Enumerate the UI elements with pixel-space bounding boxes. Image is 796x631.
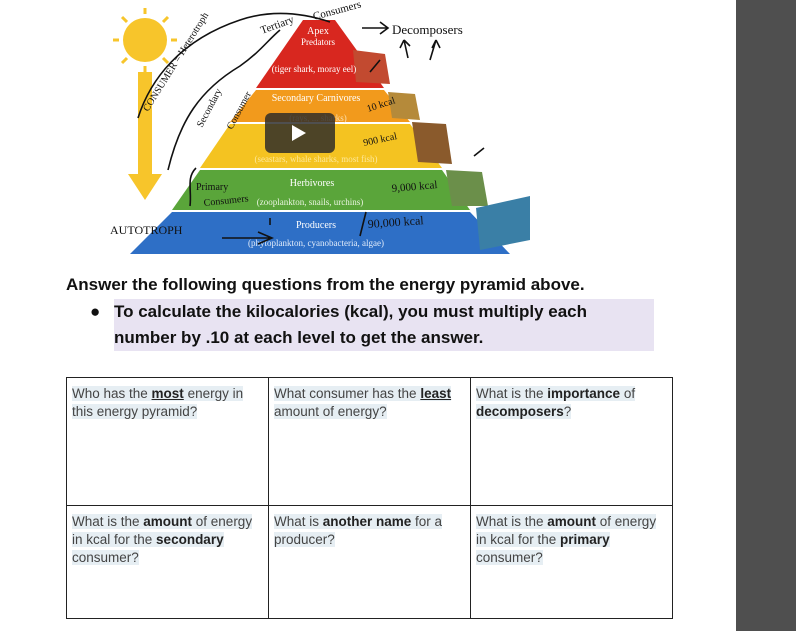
- question-cell-least-energy[interactable]: What consumer has the least amount of en…: [268, 377, 471, 506]
- hw-primary-consumers: Consumers: [203, 193, 249, 209]
- table-row: Who has the most energy in this energy p…: [66, 377, 673, 506]
- question-cell-producer-name[interactable]: What is another name for a producer?: [268, 505, 471, 619]
- hw-autotroph: AUTOTROPH: [110, 223, 183, 237]
- document-page: Apex Predators (tiger shark, moray eel) …: [66, 0, 673, 619]
- questions-table: Who has the most energy in this energy p…: [66, 377, 673, 619]
- herbivores-label: Herbivores: [290, 178, 335, 189]
- hw-decomposers: Decomposers: [392, 22, 463, 37]
- side-panel: [736, 0, 796, 631]
- hw-secondary: Secondary: [195, 87, 225, 129]
- play-icon: [292, 125, 306, 141]
- question-text: What is the amount of energy in kcal for…: [476, 514, 657, 565]
- question-text: What is another name for a producer?: [274, 514, 443, 547]
- instructions-bullet-text: To calculate the kilocalories (kcal), yo…: [114, 299, 654, 351]
- bullet-icon: ●: [90, 302, 101, 321]
- energy-pyramid-figure: Apex Predators (tiger shark, moray eel) …: [110, 0, 530, 254]
- apex-label: Apex: [307, 26, 329, 37]
- apex-examples: (tiger shark, moray eel): [272, 64, 356, 74]
- question-text: What is the amount of energy in kcal for…: [72, 514, 253, 565]
- producers-examples: (phytoplankton, cyanobacteria, algae): [248, 238, 384, 248]
- question-cell-secondary-kcal[interactable]: What is the amount of energy in kcal for…: [66, 505, 269, 619]
- level-photo-icons: [353, 50, 530, 250]
- hw-kcal-90000: 90,000 kcal: [367, 213, 424, 231]
- pyramid-level-apex: [256, 20, 384, 88]
- herbivores-examples: (zooplankton, snails, urchins): [257, 197, 363, 207]
- primary-carnivore-examples: (seastars, whale sharks, most fish): [255, 154, 378, 164]
- handwritten-strokes: [137, 12, 485, 245]
- pyramid-level-producers: [130, 212, 510, 254]
- question-cell-decomposers[interactable]: What is the importance of decomposers?: [470, 377, 673, 506]
- question-cell-most-energy[interactable]: Who has the most energy in this energy p…: [66, 377, 269, 506]
- question-cell-primary-kcal[interactable]: What is the amount of energy in kcal for…: [470, 505, 673, 619]
- apex-sublabel: Predators: [301, 37, 335, 47]
- video-play-button[interactable]: [265, 113, 335, 153]
- energy-arrow-icon: [128, 72, 162, 200]
- hw-kcal-9000: 9,000 kcal: [391, 179, 438, 195]
- question-text: What consumer has the least amount of en…: [274, 386, 452, 419]
- pyramid-level-herbivores: [172, 170, 470, 210]
- question-text: Who has the most energy in this energy p…: [72, 386, 244, 419]
- table-row: What is the amount of energy in kcal for…: [66, 505, 673, 619]
- hw-tertiary: Tertiary: [259, 14, 296, 37]
- producers-label: Producers: [296, 220, 336, 231]
- sun-icon: [113, 8, 177, 72]
- instructions-heading: Answer the following questions from the …: [66, 275, 585, 294]
- hw-primary: Primary: [196, 182, 228, 193]
- question-text: What is the importance of decomposers?: [476, 386, 636, 419]
- secondary-label: Secondary Carnivores: [272, 93, 361, 104]
